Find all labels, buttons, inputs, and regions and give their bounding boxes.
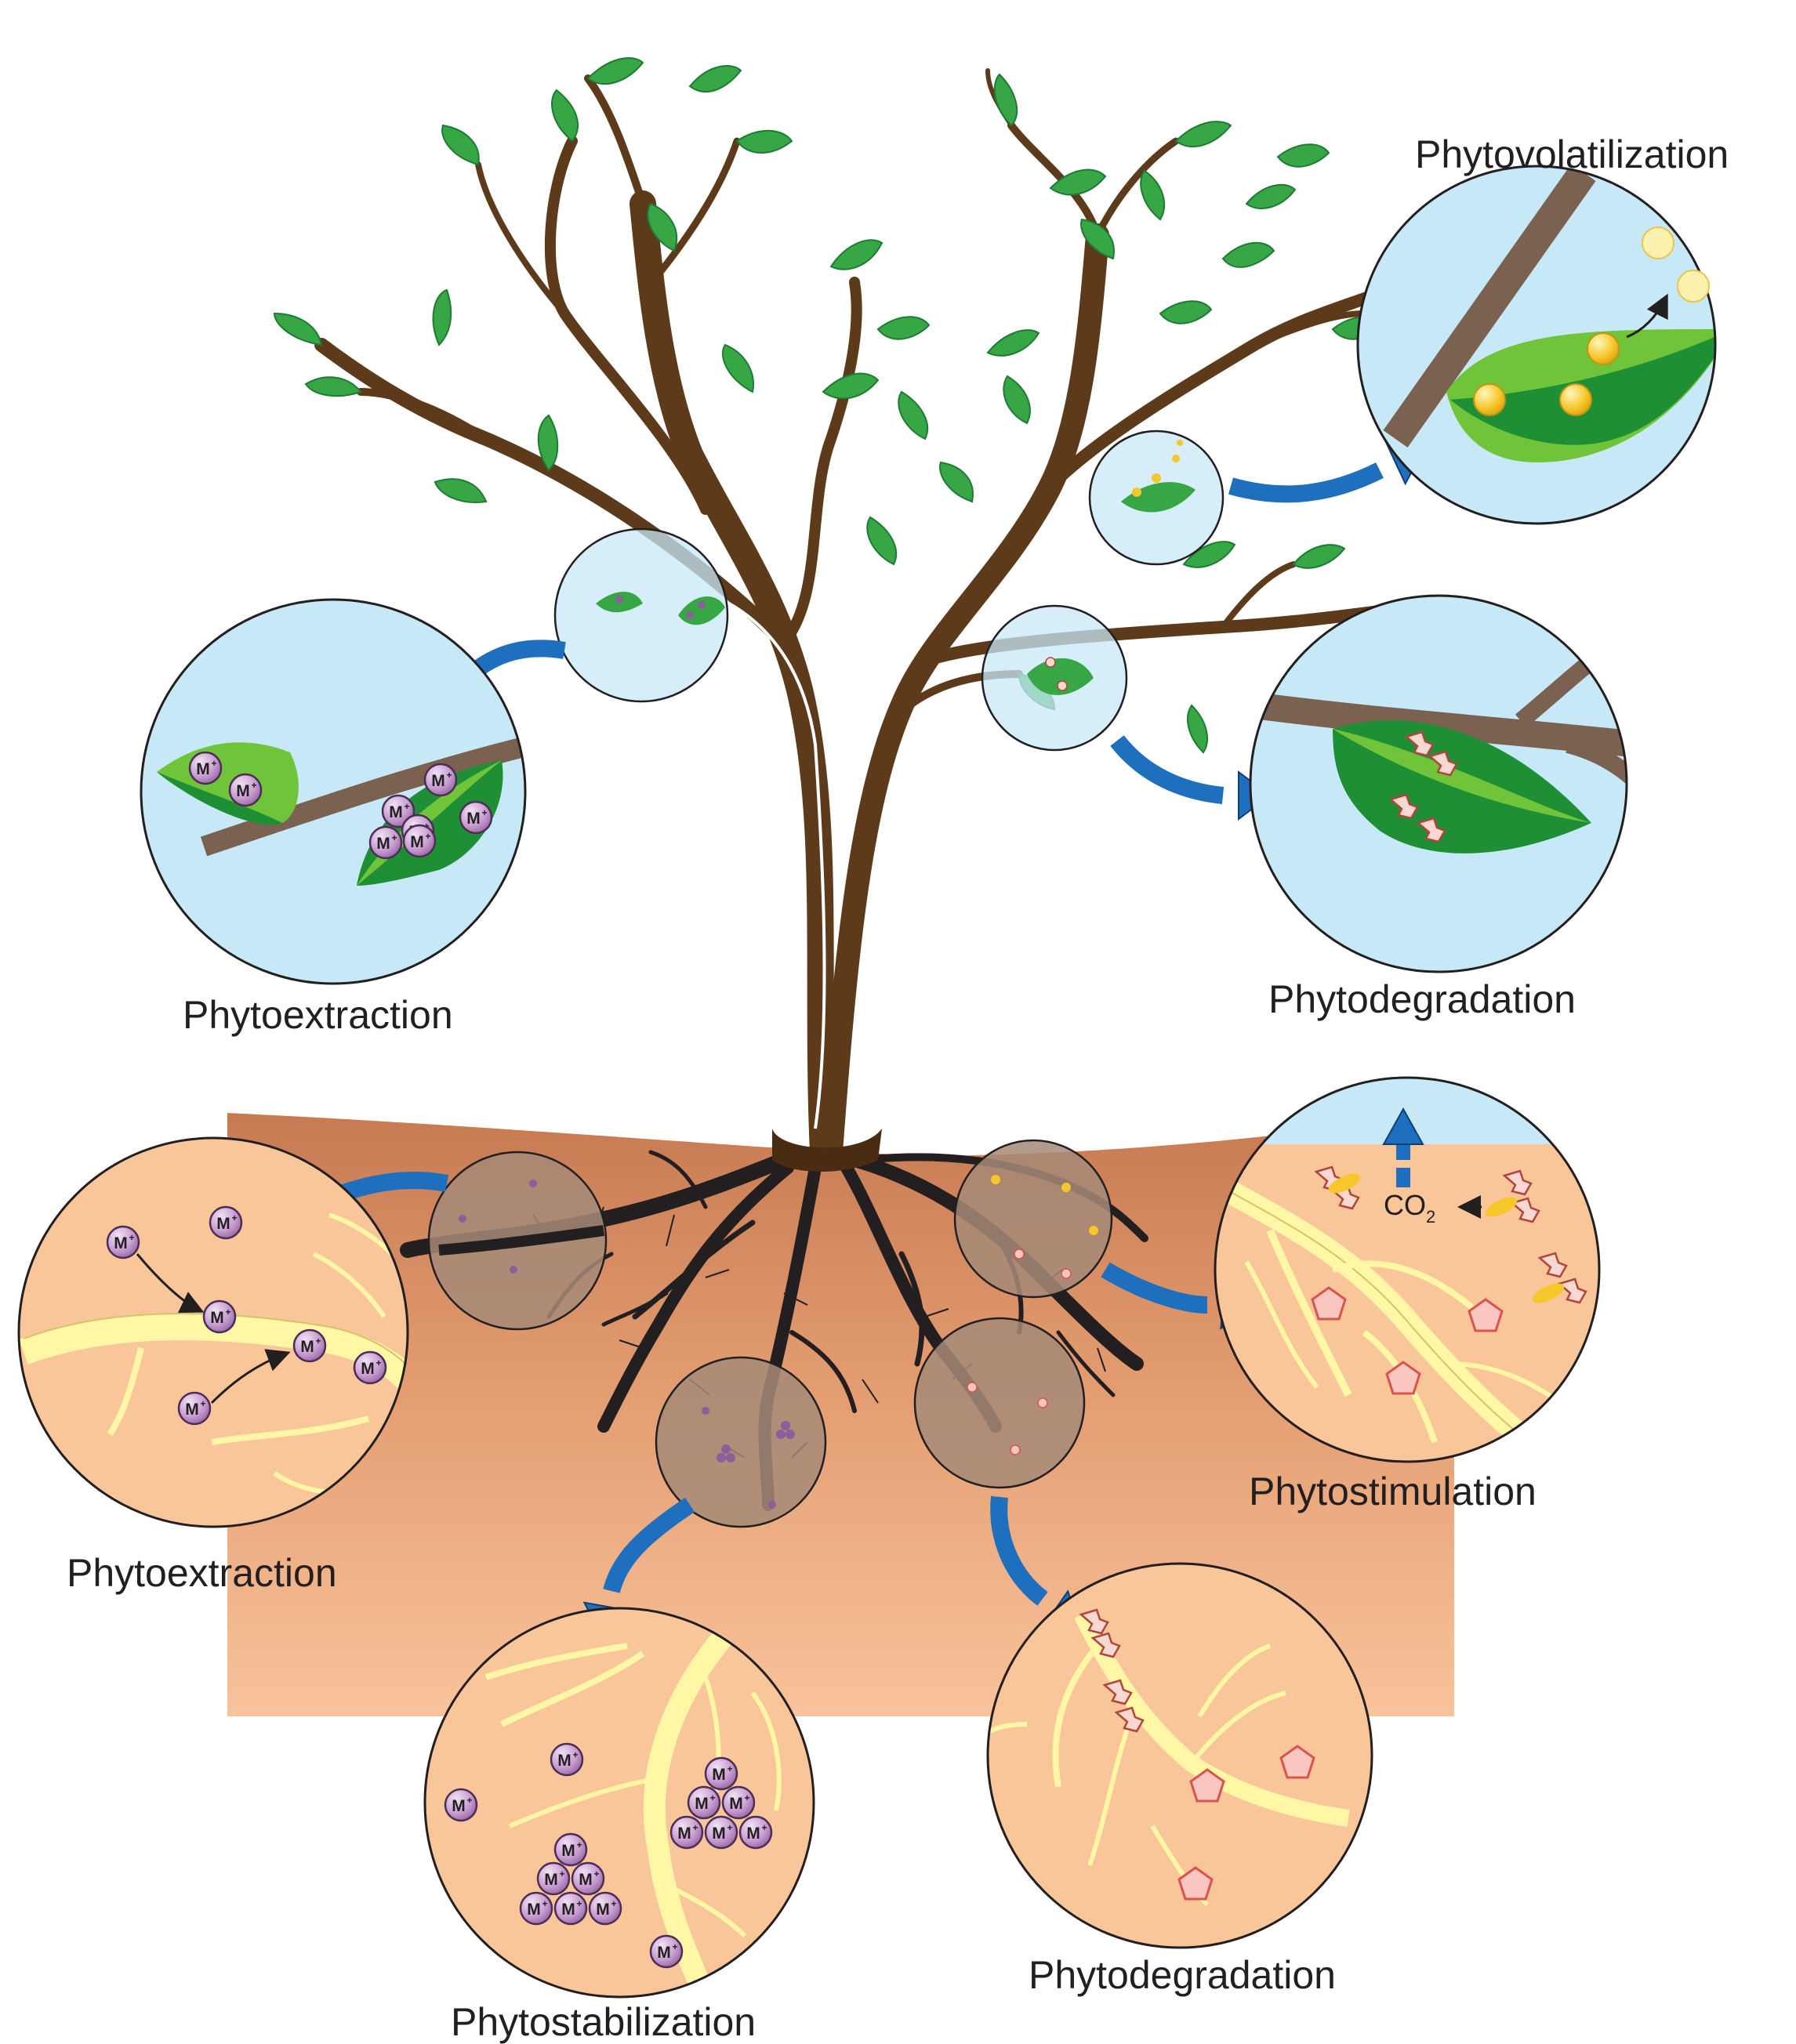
arrow-to-root-degradation <box>990 1495 1094 1649</box>
arrow-to-stimulation <box>1101 1262 1257 1332</box>
tree <box>314 68 1394 1165</box>
detail-circle-leaf-degradation <box>1249 594 1628 973</box>
detail-circle-volatilization <box>1356 165 1717 525</box>
source-circle-stimulation <box>953 1139 1113 1299</box>
label-phytovolatilization: Phytovolatilization <box>1415 132 1729 176</box>
arrow-to-leaf-degradation <box>1110 735 1271 820</box>
arrow-to-volatilization <box>1228 426 1435 503</box>
detail-circle-stabilization <box>423 1607 815 1999</box>
source-circle-leaf-extraction <box>553 527 729 703</box>
detail-circle-leaf-extraction <box>140 598 527 985</box>
trunk-base <box>772 1129 882 1172</box>
source-circle-root-extraction <box>427 1151 608 1331</box>
detail-circle-stimulation: CO2 <box>1214 1076 1601 1463</box>
arrow-to-stabilization <box>578 1497 695 1643</box>
co2-label: CO2 <box>1384 1189 1435 1227</box>
source-circle-leaf-degradation <box>981 604 1128 752</box>
label-phytostabilization: Phytostabilization <box>451 2000 756 2044</box>
detail-circle-root-degradation <box>986 1562 1373 1949</box>
label-phytostimulation: Phytostimulation <box>1249 1470 1537 1513</box>
source-circle-volatilization <box>1088 429 1225 566</box>
label-phytodegradation-root: Phytodegradation <box>1029 1953 1336 1997</box>
label-phytoextraction-leaf: Phytoextraction <box>183 993 453 1037</box>
source-circle-root-degradation <box>913 1317 1086 1489</box>
detail-circle-root-extraction <box>17 1136 409 1528</box>
label-phytoextraction-root: Phytoextraction <box>67 1551 337 1595</box>
uptake-line <box>728 602 826 1129</box>
source-circle-stabilization <box>655 1356 827 1528</box>
label-phytodegradation-leaf: Phytodegradation <box>1268 977 1576 1021</box>
